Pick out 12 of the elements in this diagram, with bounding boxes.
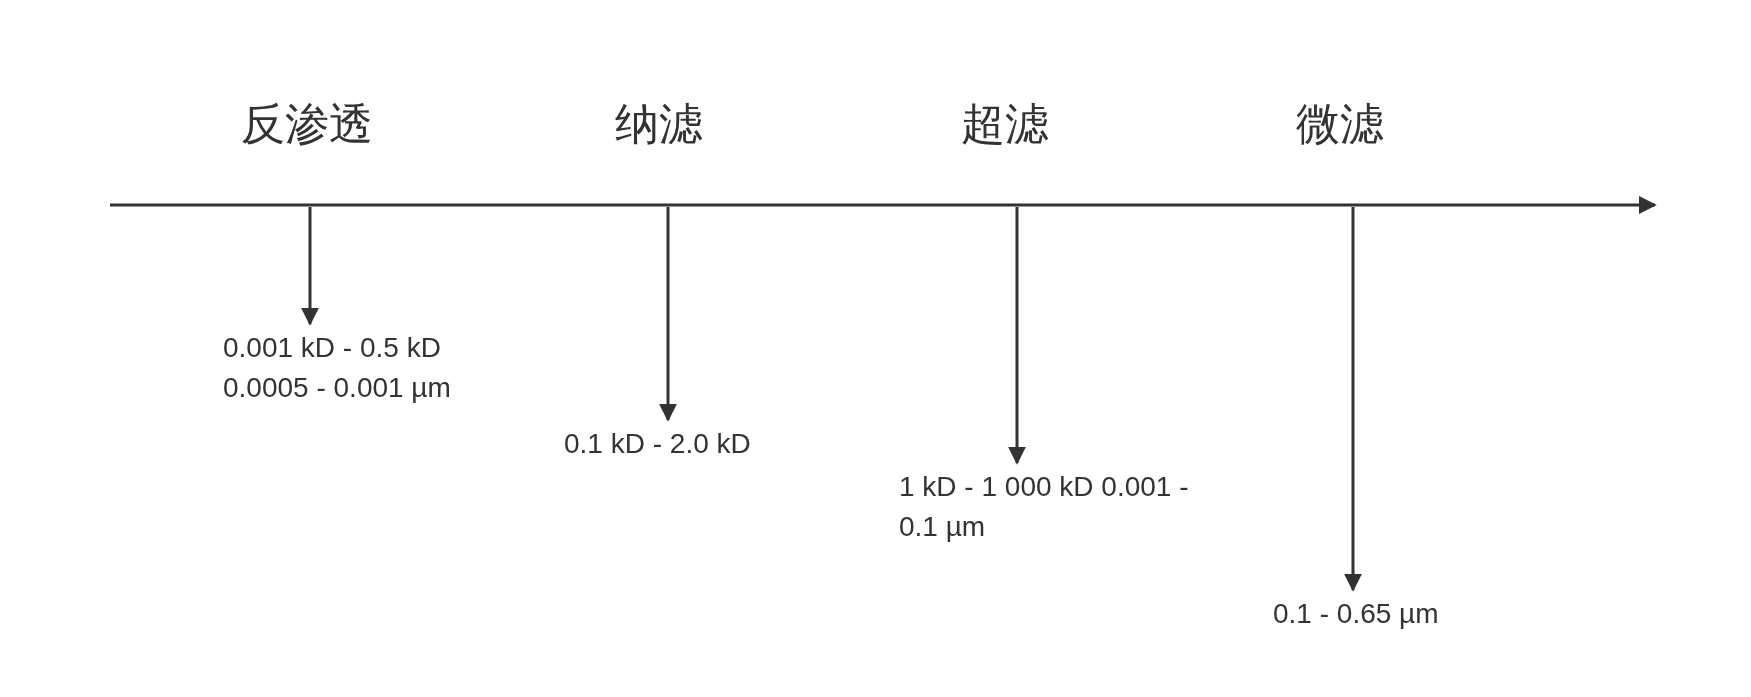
category-label: 超滤: [961, 97, 1049, 151]
category-label: 纳滤: [615, 97, 703, 151]
category-label: 微滤: [1296, 97, 1384, 151]
arrow: [1344, 207, 1362, 592]
range-text: 0.1 kD - 2.0 kD: [564, 424, 864, 464]
arrow: [301, 207, 319, 326]
category-label: 反渗透: [241, 97, 373, 151]
range-text: 1 kD - 1 000 kD 0.001 - 0.1 µm: [899, 467, 1199, 547]
range-text: 0.1 - 0.65 µm: [1273, 594, 1533, 634]
arrow: [659, 207, 677, 422]
range-text: 0.001 kD - 0.5 kD 0.0005 - 0.001 µm: [223, 328, 523, 408]
arrow: [1008, 207, 1026, 465]
